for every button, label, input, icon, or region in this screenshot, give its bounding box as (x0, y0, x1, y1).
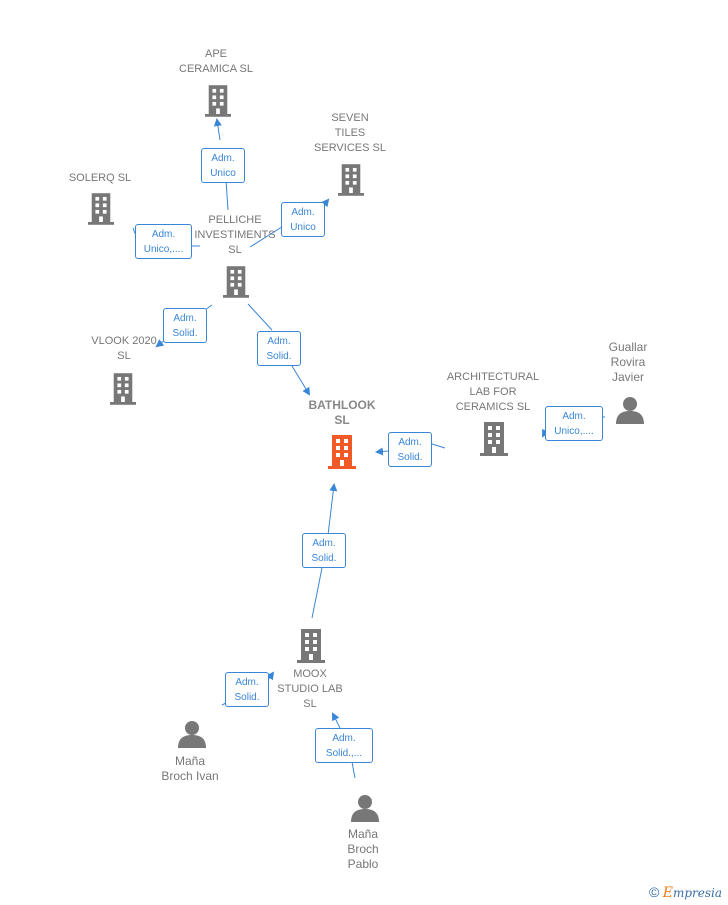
edge-label-line2: Unico,.... (554, 426, 594, 437)
edge-label-line2: Unico (290, 222, 316, 233)
building-icon-architectural (480, 422, 508, 456)
copyright-icon: © (649, 884, 660, 900)
node-label-vlook[interactable]: VLOOK 2020 SL (91, 335, 157, 362)
building-icon-vlook (110, 373, 136, 405)
edge-line-moox-bathlook (311, 485, 334, 619)
edge-label-line2: Unico (210, 168, 236, 179)
node-label-architectural[interactable]: ARCHITECTURAL LAB FOR CERAMICS SL (446, 371, 540, 413)
edge-label-pelliche-solerq[interactable]: Adm. Unico,.... (135, 224, 192, 259)
edge-line-pelliche-bathlook (247, 303, 309, 394)
edge-label-line2: Solid. (266, 351, 292, 362)
edge-label-line2: Solid. (234, 692, 260, 703)
edge-label-pelliche-seven[interactable]: Adm. Unico (281, 202, 325, 237)
building-icon-pelliche (223, 266, 249, 298)
edge-label-arch-bathlook[interactable]: Adm. Solid. (388, 432, 432, 467)
edge-label-ivan-moox[interactable]: Adm. Solid. (225, 672, 269, 707)
edge-label-line1: Adm. (312, 538, 336, 549)
edge-label-line2: Solid. (172, 328, 198, 339)
node-label-guallar[interactable]: Guallar Rovira Javier (608, 340, 648, 384)
edge-line-pablo-moox (333, 714, 356, 779)
edge-label-line2: Solid. (397, 452, 423, 463)
edge-label-line2: Solid.,... (325, 748, 363, 759)
person-icon-ivan (178, 721, 206, 748)
edge-label-line1: Adm. (562, 411, 586, 422)
building-icon-solerq (88, 193, 114, 225)
edge-label-line1: Adm. (291, 207, 315, 218)
node-label-solerq[interactable]: SOLERQ SL (68, 172, 132, 184)
node-label-moox[interactable]: MOOX STUDIO LAB SL (277, 668, 343, 710)
brand-logo-letter: E (662, 885, 673, 901)
building-icon-moox (297, 629, 325, 663)
edge-label-line1: Adm. (173, 313, 197, 324)
brand-footer[interactable]: © Empresia (649, 884, 722, 901)
edge-line-arch-bathlook (377, 443, 446, 452)
person-icon-guallar (616, 397, 644, 424)
edge-label-line1: Adm. (211, 153, 235, 164)
edge-label-moox-bathlook[interactable]: Adm. Solid. (302, 533, 346, 568)
edge-label-pelliche-bathlook[interactable]: Adm. Solid. (257, 331, 301, 366)
node-label-pelliche[interactable]: PELLICHE INVESTIMENTS SL (194, 214, 276, 256)
edge-label-line1: Adm. (151, 229, 176, 240)
node-label-pablo[interactable]: Maña Broch Pablo (347, 827, 379, 871)
building-icon-bathlook (328, 435, 356, 469)
person-icon-pablo (351, 795, 379, 822)
edge-label-pelliche-ape[interactable]: Adm. Unico (201, 148, 245, 183)
edge-label-pablo-moox[interactable]: Adm. Solid.,... (315, 728, 373, 763)
edge-label-pelliche-vlook[interactable]: Adm. Solid. (163, 308, 207, 343)
node-label-bathlook[interactable]: BATHLOOK SL (308, 398, 376, 427)
edge-label-guallar-arch[interactable]: Adm. Unico,.... (545, 406, 603, 441)
edge-label-line2: Solid. (311, 553, 337, 564)
node-label-seven[interactable]: SEVEN TILES SERVICES SL (314, 112, 386, 154)
building-icon-seven (338, 164, 364, 196)
edge-label-line1: Adm. (235, 677, 259, 688)
edge-label-line1: Adm. (398, 437, 422, 448)
brand-logo-text: mpresia (672, 886, 722, 900)
node-label-ivan[interactable]: Maña Broch Ivan (161, 754, 219, 783)
edge-label-line1: Adm. (267, 336, 291, 347)
edge-label-line2: Unico,.... (143, 244, 184, 255)
edge-label-line1: Adm. (332, 733, 356, 744)
building-icon-ape (205, 85, 231, 117)
node-label-ape[interactable]: APE CERAMICA SL (179, 48, 253, 75)
